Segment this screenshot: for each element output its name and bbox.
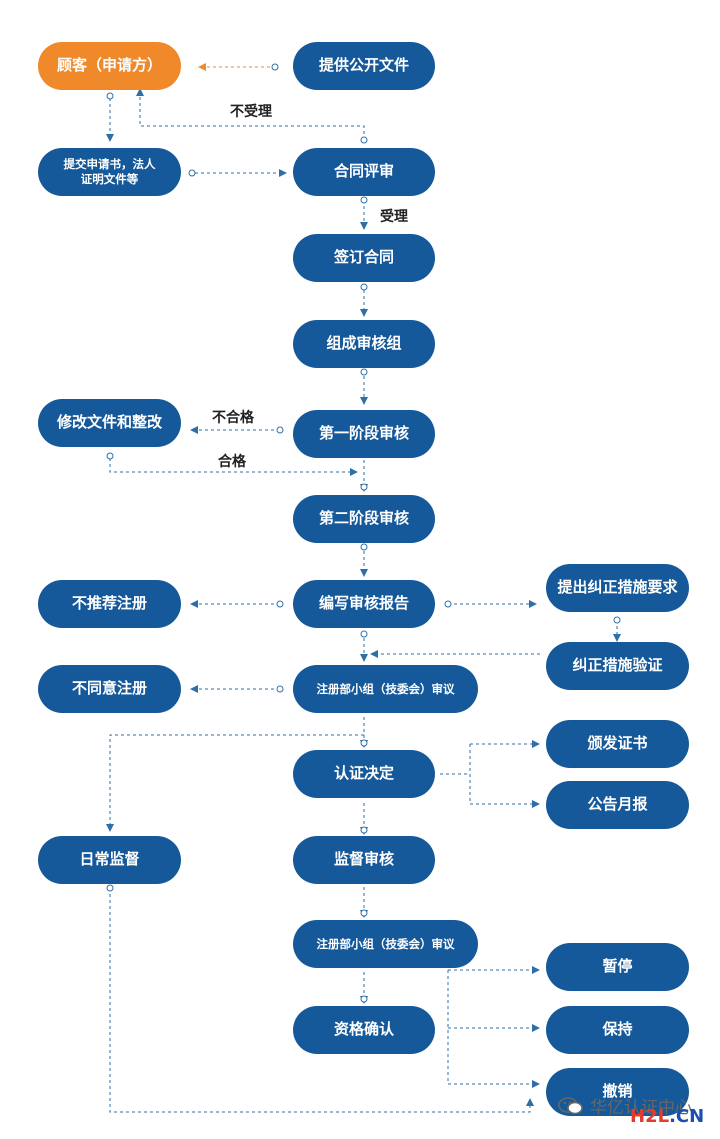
edge-not-accepted — [136, 88, 365, 140]
node-supervision-audit: 监督审核 — [293, 836, 435, 884]
site-logo: H2L.CN — [630, 1106, 704, 1127]
connector-dot — [106, 92, 114, 100]
node-customer: 顾客（申请方） — [38, 42, 181, 90]
connector-dot — [106, 452, 114, 460]
node-monthly-report: 公告月报 — [546, 781, 689, 829]
logo-h2l: H2L — [630, 1106, 670, 1127]
connector-dot — [276, 600, 284, 608]
node-form-team: 组成审核组 — [293, 320, 435, 368]
connector-dot — [360, 543, 368, 551]
node-provide-docs: 提供公开文件 — [293, 42, 435, 90]
wechat-icon — [558, 1097, 583, 1115]
node-disagree-register: 不同意注册 — [38, 665, 181, 713]
connector-dot — [360, 483, 368, 491]
connector-dot — [360, 995, 368, 1003]
node-sign-contract: 签订合同 — [293, 234, 435, 282]
node-issue-cert: 颁发证书 — [546, 720, 689, 768]
label-not-accepted: 不受理 — [230, 104, 272, 120]
label-fail: 不合格 — [212, 410, 254, 426]
connector-dot — [276, 685, 284, 693]
node-suspend: 暂停 — [546, 943, 689, 991]
connector-dot — [360, 739, 368, 747]
node-committee-review-1: 注册部小组（技委会）审议 — [293, 665, 478, 713]
node-modify-docs: 修改文件和整改 — [38, 399, 181, 447]
connector-dot — [106, 884, 114, 892]
connector-dot — [613, 616, 621, 624]
node-corrective-verify: 纠正措施验证 — [546, 642, 689, 690]
connector-dot — [271, 63, 279, 71]
node-cert-decision: 认证决定 — [293, 750, 435, 798]
node-submit-application: 提交申请书，法人 证明文件等 — [38, 148, 181, 196]
node-committee-review-2: 注册部小组（技委会）审议 — [293, 920, 478, 968]
connector-dot — [360, 283, 368, 291]
edge-decision-branch — [440, 744, 471, 804]
edge-daily-to-revoke — [109, 888, 534, 1113]
node-corrective-request: 提出纠正措施要求 — [546, 564, 689, 612]
connector-dot — [276, 426, 284, 434]
edge-to-daily — [106, 734, 364, 832]
node-write-report: 编写审核报告 — [293, 580, 435, 628]
logo-cn: .CN — [669, 1106, 705, 1127]
connector-dot — [188, 169, 196, 177]
watermark-text: 华亿认证中心 — [590, 1098, 692, 1118]
connector-dot — [360, 368, 368, 376]
connector-dot — [360, 630, 368, 638]
node-qualification: 资格确认 — [293, 1006, 435, 1054]
connector-dot — [360, 909, 368, 917]
connector-dot — [360, 196, 368, 204]
node-contract-review: 合同评审 — [293, 148, 435, 196]
connector-dot — [360, 826, 368, 834]
label-accepted: 受理 — [380, 209, 408, 225]
connector-dot — [444, 600, 452, 608]
connector-dot — [360, 136, 368, 144]
node-stage2: 第二阶段审核 — [293, 495, 435, 543]
node-stage1: 第一阶段审核 — [293, 410, 435, 458]
label-pass: 合格 — [218, 454, 246, 470]
node-not-recommend: 不推荐注册 — [38, 580, 181, 628]
node-daily-supervision: 日常监督 — [38, 836, 181, 884]
node-maintain: 保持 — [546, 1006, 689, 1054]
edge-pass — [109, 458, 358, 476]
